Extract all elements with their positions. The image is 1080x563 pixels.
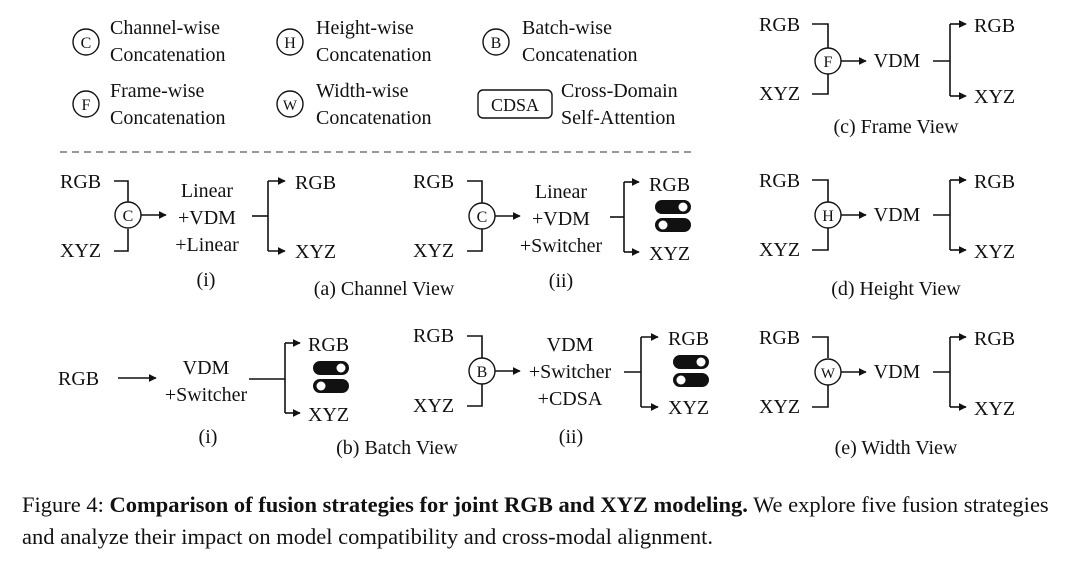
legend-cdsa-line1: Cross-Domain (561, 80, 678, 102)
width-rgb-input: RGB (759, 327, 800, 349)
batch-i-block-line1: VDM (183, 357, 230, 379)
channel-ii-tag: (ii) (549, 270, 573, 292)
channel-i-block-line3: +Linear (175, 234, 239, 256)
batch-view-ii: RGB XYZ B VDM +Switcher +CDSA RGB XYZ (i… (413, 325, 709, 448)
frame-block: VDM (874, 50, 921, 72)
legend-batch-symbol: B (491, 35, 502, 52)
legend-channel-symbol: C (81, 35, 92, 52)
legend-frame-line2: Concatenation (110, 107, 226, 129)
height-rgb-output: RGB (974, 171, 1015, 193)
legend-height: H Height-wise Concatenation (276, 17, 432, 66)
height-view: RGB XYZ H VDM RGB XYZ (d) Height View (759, 170, 1015, 300)
legend-height-line2: Concatenation (316, 44, 432, 66)
channel-ii-rgb-output: RGB (649, 174, 690, 196)
legend-width: W Width-wise Concatenation (276, 80, 432, 129)
batch-ii-rgb-output: RGB (668, 328, 709, 350)
batch-ii-xyz-output: XYZ (668, 397, 709, 419)
channel-ii-block-line3: +Switcher (520, 235, 603, 257)
batch-ii-switcher-icon (673, 355, 709, 387)
frame-rgb-input: RGB (759, 14, 800, 36)
width-xyz-output: XYZ (974, 398, 1015, 420)
height-xyz-input: XYZ (759, 239, 800, 261)
legend-batch-line2: Concatenation (522, 44, 638, 66)
legend-frame-symbol: F (82, 97, 91, 114)
width-view: RGB XYZ W VDM RGB XYZ (e) Width View (759, 327, 1015, 459)
legend-frame: F Frame-wise Concatenation (72, 80, 226, 129)
channel-i-block-line2: +VDM (178, 207, 236, 229)
channel-view-i: RGB XYZ C Linear +VDM +Linear RGB XYZ (i… (60, 171, 336, 291)
batch-i-block-line2: +Switcher (165, 384, 248, 406)
legend-cdsa-symbol: CDSA (491, 95, 539, 115)
legend-width-line1: Width-wise (316, 80, 409, 102)
width-caption: (e) Width View (835, 437, 958, 459)
batch-ii-xyz-input: XYZ (413, 395, 454, 417)
batch-ii-symbol: B (477, 364, 488, 381)
batch-view-caption: (b) Batch View (336, 437, 458, 459)
legend-channel: C Channel-wise Concatenation (72, 17, 226, 66)
figure-caption-prefix: Figure 4: (22, 492, 110, 517)
channel-i-block-line1: Linear (181, 180, 234, 202)
batch-i-xyz-output: XYZ (308, 404, 349, 426)
height-block: VDM (874, 204, 921, 226)
frame-caption: (c) Frame View (833, 116, 959, 138)
batch-ii-tag: (ii) (559, 426, 583, 448)
channel-ii-switcher-icon (655, 200, 691, 232)
channel-view-ii: RGB XYZ C Linear +VDM +Switcher RGB XYZ … (413, 171, 691, 292)
legend: C Channel-wise Concatenation H Height-wi… (72, 17, 678, 129)
fusion-diagram: C Channel-wise Concatenation H Height-wi… (58, 14, 1015, 459)
frame-xyz-output: XYZ (974, 86, 1015, 108)
legend-batch: B Batch-wise Concatenation (482, 17, 638, 66)
legend-width-line2: Concatenation (316, 107, 432, 129)
batch-ii-rgb-input: RGB (413, 325, 454, 347)
channel-i-rgb-input: RGB (60, 171, 101, 193)
batch-ii-block-line2: +Switcher (529, 361, 612, 383)
figure-caption-body: We explore five fusion strategies and an… (22, 492, 1049, 549)
legend-channel-line1: Channel-wise (110, 17, 220, 39)
channel-i-xyz-input: XYZ (60, 240, 101, 262)
channel-ii-xyz-input: XYZ (413, 240, 454, 262)
width-block: VDM (874, 361, 921, 383)
legend-frame-line1: Frame-wise (110, 80, 205, 102)
height-symbol: H (822, 208, 834, 225)
legend-cdsa: CDSA Cross-Domain Self-Attention (477, 80, 678, 129)
channel-ii-rgb-input: RGB (413, 171, 454, 193)
legend-batch-line1: Batch-wise (522, 17, 612, 39)
frame-rgb-output: RGB (974, 15, 1015, 37)
channel-view-caption: (a) Channel View (314, 278, 455, 300)
legend-height-line1: Height-wise (316, 17, 414, 39)
figure-caption: Figure 4: Comparison of fusion strategie… (22, 489, 1062, 553)
batch-i-rgb-input: RGB (58, 368, 99, 390)
channel-ii-symbol: C (477, 209, 488, 226)
height-rgb-input: RGB (759, 170, 800, 192)
height-xyz-output: XYZ (974, 241, 1015, 263)
batch-view-i: RGB VDM +Switcher RGB XYZ (i) (58, 334, 349, 448)
channel-ii-block-line2: +VDM (532, 208, 590, 230)
frame-view: RGB XYZ F VDM RGB XYZ (c) Frame View (759, 14, 1015, 138)
channel-ii-xyz-output: XYZ (649, 243, 690, 265)
legend-cdsa-line2: Self-Attention (561, 107, 675, 129)
channel-i-rgb-output: RGB (295, 172, 336, 194)
batch-i-rgb-output: RGB (308, 334, 349, 356)
frame-xyz-input: XYZ (759, 83, 800, 105)
height-caption: (d) Height View (831, 278, 961, 300)
legend-channel-line2: Concatenation (110, 44, 226, 66)
batch-i-switcher-icon (313, 361, 349, 393)
legend-height-symbol: H (284, 35, 296, 52)
channel-ii-block-line1: Linear (535, 181, 588, 203)
channel-i-xyz-output: XYZ (295, 241, 336, 263)
batch-ii-block-line1: VDM (547, 334, 594, 356)
batch-ii-block-line3: +CDSA (538, 388, 603, 410)
width-xyz-input: XYZ (759, 396, 800, 418)
batch-i-tag: (i) (199, 426, 218, 448)
width-symbol: W (821, 366, 836, 382)
legend-width-symbol: W (283, 98, 298, 114)
frame-symbol: F (824, 54, 833, 71)
channel-i-tag: (i) (197, 269, 216, 291)
channel-i-symbol: C (123, 208, 134, 225)
figure-caption-bold: Comparison of fusion strategies for join… (109, 492, 748, 517)
width-rgb-output: RGB (974, 328, 1015, 350)
